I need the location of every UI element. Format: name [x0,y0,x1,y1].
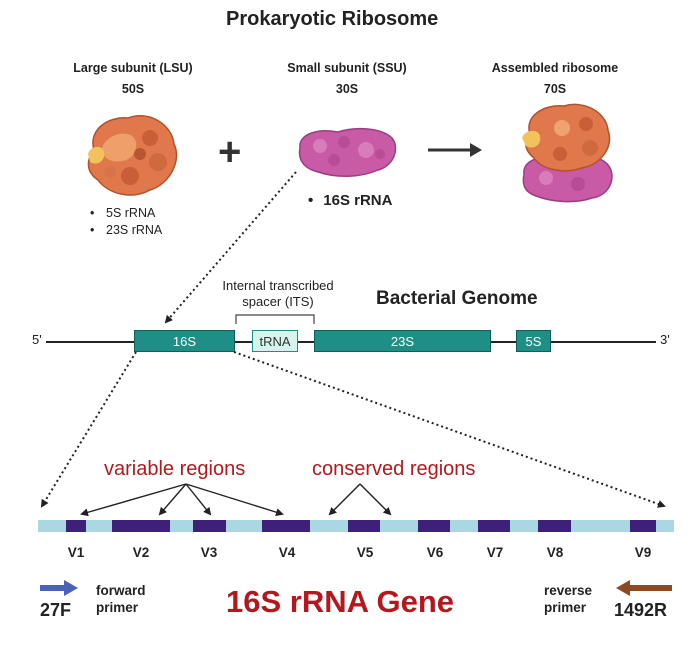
its-label-line1: Internal transcribed [222,278,334,293]
region-label-v8: V8 [546,545,564,560]
assembled-ribosome-icon [522,103,613,203]
assembled-size: 70S [543,82,567,96]
region-bar-v4 [262,520,310,532]
plus-icon: + [218,130,242,174]
its-label-line2: spacer (ITS) [242,294,314,309]
forward-primer-arrow-icon [40,580,78,596]
region-bar-v2 [112,520,170,532]
lsu-rna-item: 5S rRNA [88,205,162,222]
lsu-rna-item: 23S rRNA [88,222,162,239]
page-title: Prokaryotic Ribosome [226,8,439,30]
region-label-v7: V7 [486,545,504,560]
region-label-v9: V9 [634,545,652,560]
forward-primer-name: 27F [40,600,72,620]
gene-16s: 16S [134,330,235,352]
five-prime-label: 5' [32,332,42,347]
region-bar-v8 [538,520,571,532]
forward-primer-label: forward primer [96,582,146,616]
lsu-icon [87,115,178,196]
ssu-icon [298,127,397,177]
its-bracket-icon [235,314,315,324]
ssu-rna: 16S rRNA [308,192,392,209]
genome-title: Bacterial Genome [376,288,538,309]
assembly-arrow-icon [428,143,482,157]
ssu-label: Small subunit (SSU) 30S [262,58,432,100]
lsu-size: 50S [121,82,145,96]
ssu-name: Small subunit (SSU) [287,61,407,75]
region-bar-v6 [418,520,450,532]
reverse-primer-label: reverse primer [544,582,592,616]
region-label-v2: V2 [132,545,150,560]
its-label: Internal transcribed spacer (ITS) [208,278,348,310]
region-label-v1: V1 [67,545,85,560]
reverse-primer-line1: reverse [544,583,593,598]
reverse-primer-name: 1492R [614,600,668,620]
region-label-v4: V4 [278,545,296,560]
gene-5s: 5S [516,330,551,352]
region-bar-v9 [630,520,656,532]
assembled-name: Assembled ribosome [491,61,619,75]
assembled-label: Assembled ribosome 70S [470,58,640,100]
gene-23s: 23S [314,330,491,352]
ssu-size: 30S [335,82,359,96]
variable-regions-label: variable regions [104,458,246,480]
region-bar-v3 [193,520,226,532]
gene-title: 16S rRNA Gene [226,584,454,619]
three-prime-label: 3' [660,332,670,347]
lsu-name: Large subunit (LSU) [73,61,193,75]
forward-primer-line1: forward [96,583,146,598]
lsu-label: Large subunit (LSU) 50S [48,58,218,100]
region-label-v3: V3 [200,545,218,560]
reverse-primer-line2: primer [544,600,587,615]
region-bar-v5 [348,520,380,532]
forward-primer-line2: primer [96,600,139,615]
reverse-primer-arrow-icon [616,580,672,596]
region-bar-v7 [478,520,510,532]
region-label-v6: V6 [426,545,444,560]
conserved-regions-label: conserved regions [312,458,476,480]
gene-trna: tRNA [252,330,298,352]
region-bar-v1 [66,520,86,532]
lsu-rna-list: 5S rRNA 23S rRNA [88,205,162,239]
region-label-v5: V5 [356,545,374,560]
